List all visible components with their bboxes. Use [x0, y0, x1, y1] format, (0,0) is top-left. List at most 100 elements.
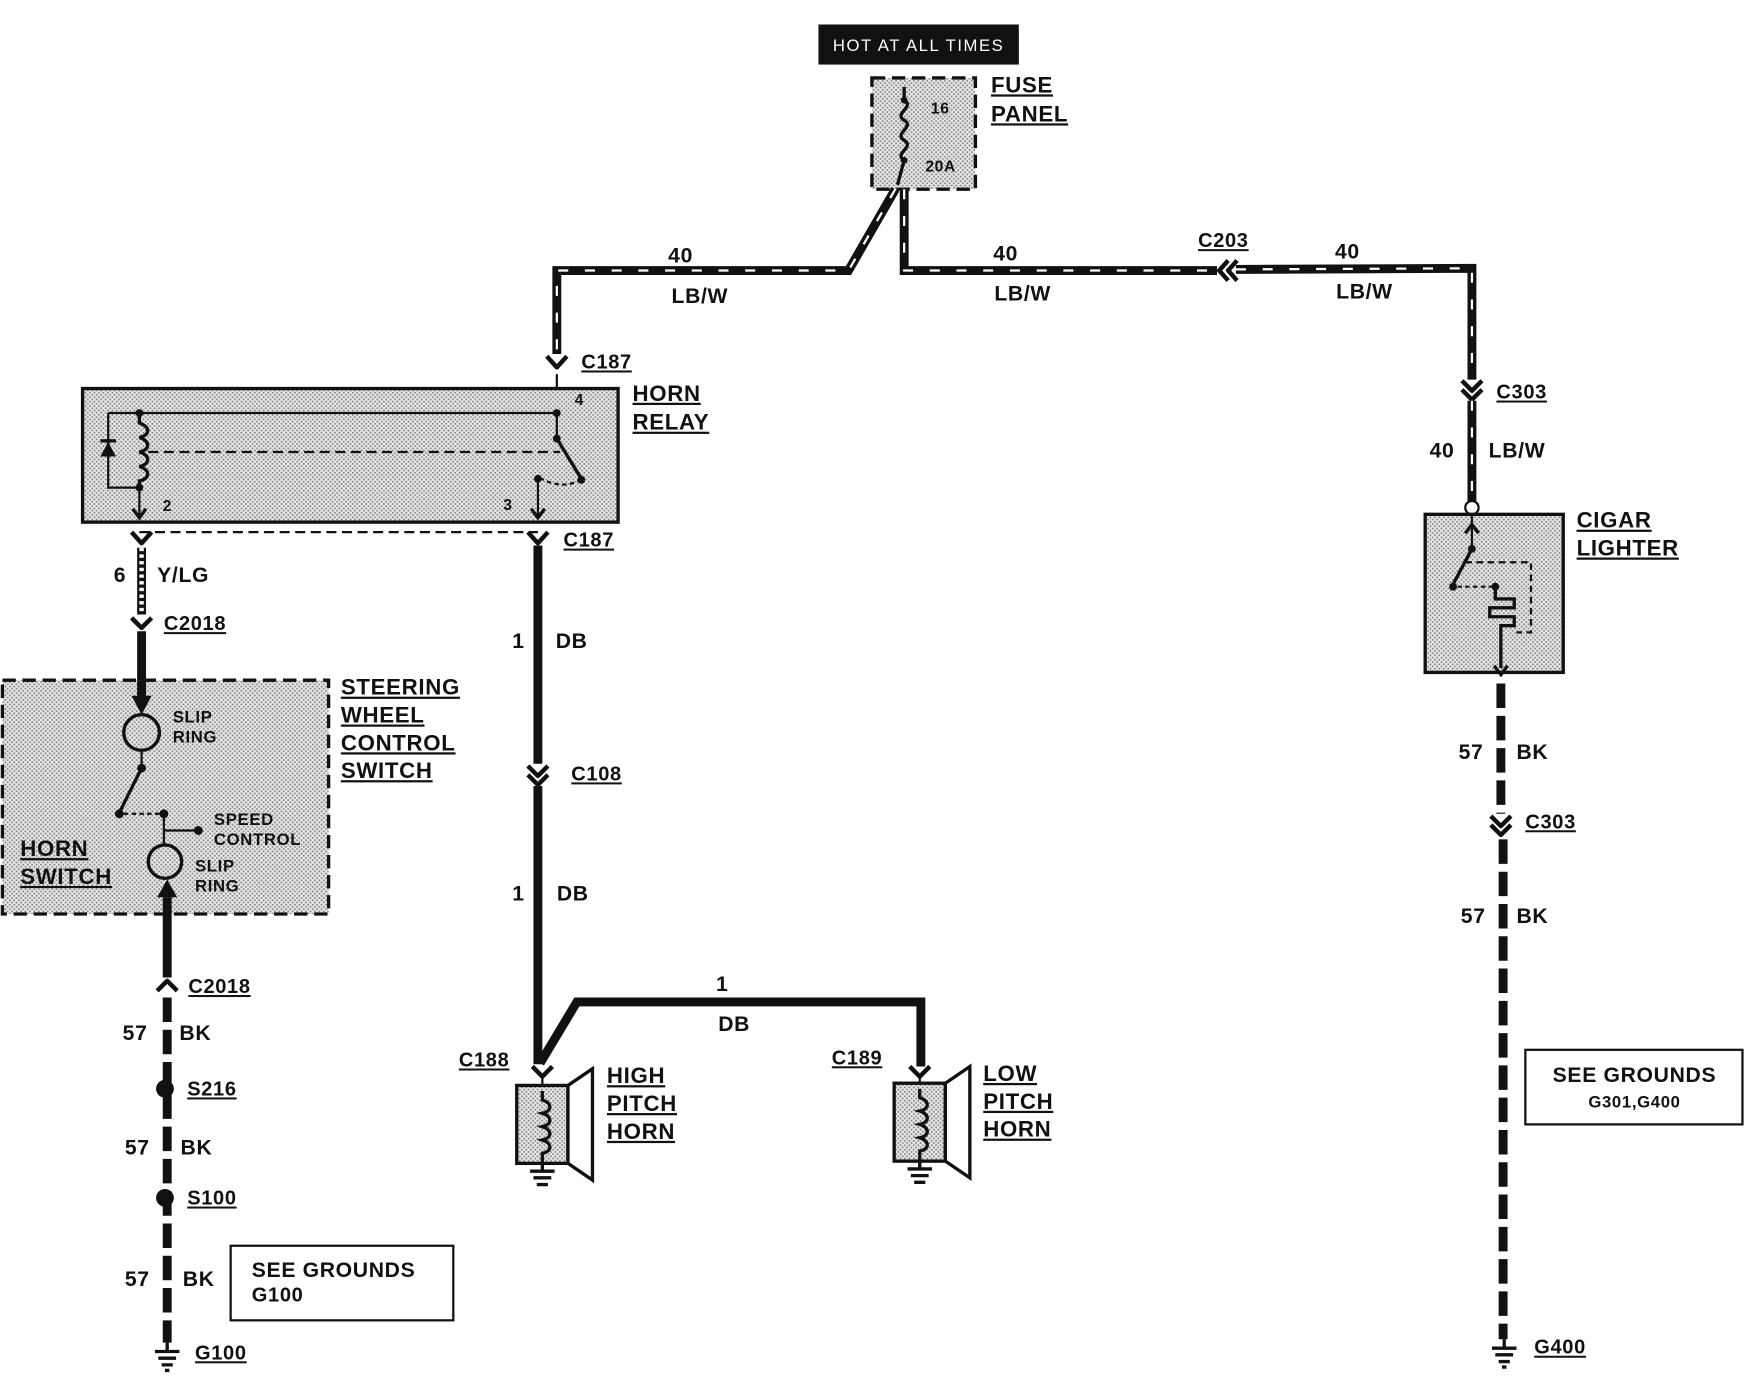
wire-s100-to-g100-circuit: 57 [125, 1268, 150, 1291]
lower-slip-ring-label-line1: SLIP [195, 857, 235, 876]
wire-lighter-to-c303-color: BK [1516, 741, 1548, 764]
high-horn-ground-icon [530, 1169, 555, 1187]
upper-slip-ring-arrow-icon [131, 695, 152, 715]
fuse-panel-box [870, 76, 978, 191]
relay-pin-3: 3 [503, 497, 512, 514]
wire-c2018-to-s216-color: BK [179, 1022, 211, 1045]
high-pitch-horn: C188 HIGH PITCH HORN [459, 1050, 676, 1187]
relay-switch-arm [555, 437, 583, 480]
lower-slip-ring-icon [146, 843, 184, 881]
high-horn-title-line3: HORN [607, 1119, 675, 1144]
connector-c303-lower-label: C303 [1525, 811, 1576, 833]
fuse-panel-title-line1: FUSE [991, 72, 1053, 97]
low-horn-ground-icon [907, 1167, 933, 1184]
wire-c2018-to-s216-circuit: 57 [123, 1022, 148, 1045]
wire-relay-to-c108-color: DB [556, 630, 588, 653]
wire-s216-to-s100-color: BK [181, 1136, 213, 1159]
horn-switch-label-line1: HORN [20, 836, 88, 861]
connector-c203-label: C203 [1198, 230, 1249, 252]
upper-slip-ring-label-line1: SLIP [173, 708, 213, 727]
wire-c303-to-g400-circuit: 57 [1461, 905, 1486, 928]
splice-s100 [156, 1188, 174, 1207]
horn-relay-box [80, 386, 620, 524]
connector-c188-symbol [530, 1064, 554, 1079]
supply-label: HOT AT ALL TIMES [833, 36, 1004, 55]
horn-output-run: 1 DB C108 1 DB 1 DB [512, 545, 926, 1067]
ground-g100-icon [154, 1342, 180, 1373]
wire-relay-to-c108-circuit: 1 [512, 630, 524, 653]
lighter-switch-arm [1451, 548, 1474, 586]
splice-s216 [156, 1079, 174, 1098]
connector-c188-label: C188 [459, 1050, 510, 1072]
horn-relay-title-line2: RELAY [633, 410, 710, 435]
connector-c187-bottom: C187 [129, 530, 615, 552]
ground-g400-icon [1491, 1339, 1517, 1369]
wire-fuse-to-c203-stripe [903, 189, 1218, 272]
connector-c187-bottom-pin2-symbol [129, 530, 154, 546]
connector-c2018-lower-symbol [155, 978, 179, 993]
relay-supply-line [107, 411, 557, 489]
supply-tag-box [818, 24, 1019, 65]
steering-switch-title-line4: SWITCH [341, 758, 433, 783]
wire-s100-to-g100-color: BK [183, 1268, 215, 1291]
horn-switch-label-line2: SWITCH [20, 864, 112, 889]
wire-fuse-to-c203-color: LB/W [994, 283, 1051, 306]
fuse-number: 16 [931, 101, 950, 118]
relay-contact-node-4 [552, 409, 561, 417]
fuse-terminal-bottom [900, 156, 908, 164]
wire-relay-to-switch-color: Y/LG [157, 564, 209, 587]
wire-fuse-to-c203-path [899, 189, 1218, 275]
wire-c203-to-c303-path [1235, 263, 1477, 380]
lighter-heating-element-icon [1488, 586, 1516, 668]
relay-coil-top-node [135, 409, 144, 417]
lighter-feed: C303 40 LB/W [1430, 379, 1546, 516]
wire-fuse-to-relay-color: LB/W [671, 285, 728, 308]
low-horn-title-line2: PITCH [983, 1089, 1053, 1114]
right-ground-run: 57 BK C303 57 BK SEE GROUNDS G301,G400 G… [1459, 683, 1744, 1369]
wire-high-to-low-horn-circuit: 1 [716, 973, 728, 996]
relay-switch-travel [540, 477, 582, 486]
relay-pin-4: 4 [575, 392, 584, 409]
high-horn-bell-icon [566, 1065, 595, 1184]
wire-c108-to-high-horn-color: DB [557, 883, 589, 906]
speed-control-node [193, 826, 203, 835]
connector-c203-symbol [1217, 259, 1239, 283]
connector-c203: C203 [1198, 230, 1249, 283]
wire-relay-to-switch: 6 Y/LG [114, 547, 209, 615]
supply-tag: HOT AT ALL TIMES [818, 24, 1019, 65]
low-horn-title-line1: LOW [983, 1061, 1037, 1086]
splice-s100-label: S100 [187, 1188, 236, 1210]
horn-switch-arm [117, 767, 144, 814]
steering-wheel-control-switch: SLIP RING SPEED CONTROL SLIP RING HORN S… [0, 675, 460, 916]
fuse-rating: 20A [925, 158, 956, 175]
wire-c303-to-g400-color: BK [1516, 905, 1548, 928]
steering-switch-title-line1: STEERING [341, 675, 460, 700]
connector-c2018-lower-label: C2018 [188, 976, 250, 998]
relay-coil-bottom-node [135, 483, 144, 492]
wire-high-to-low-horn [536, 997, 926, 1067]
wire-fuse-to-c203: 40 LB/W [899, 189, 1218, 306]
lighter-output-arrow-icon [1492, 664, 1509, 678]
connector-c187-bottom-label: C187 [564, 530, 615, 552]
lower-slip-ring-arrow-icon [157, 879, 178, 898]
lighter-thermal-linkage [1465, 561, 1533, 634]
low-horn-title-line3: HORN [983, 1117, 1051, 1142]
upper-slip-ring-label-line2: RING [173, 728, 217, 747]
connector-c108-label: C108 [571, 763, 622, 785]
horn-switch-tip [114, 809, 124, 819]
relay-pin2-arrow-icon [131, 507, 148, 521]
wire-c303-to-lighter-circuit: 40 [1430, 440, 1455, 463]
connector-c2018-upper-label: C2018 [164, 613, 226, 635]
wire-c303-to-lighter-color: LB/W [1489, 440, 1546, 463]
steering-switch-title-line2: WHEEL [341, 703, 425, 728]
connector-c187-top-label: C187 [581, 351, 632, 373]
ground-note-left-heading: SEE GROUNDS [252, 1259, 416, 1282]
lighter-terminal [1464, 499, 1480, 516]
wire-fuse-to-relay-path [552, 187, 900, 355]
relay-diode-icon [100, 441, 116, 457]
cigar-lighter: CIGAR LIGHTER [1423, 508, 1679, 678]
horn-relay-title-line1: HORN [633, 381, 701, 406]
cigar-lighter-title-line2: LIGHTER [1577, 536, 1679, 561]
wire-high-to-low-horn-color: DB [718, 1013, 750, 1036]
